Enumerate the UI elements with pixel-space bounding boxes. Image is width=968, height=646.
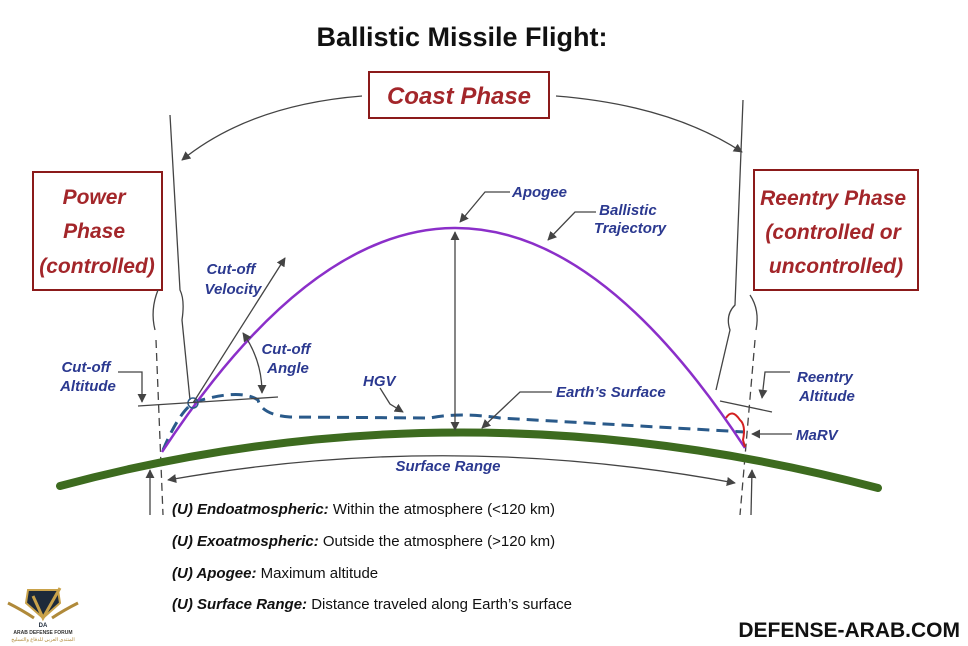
definitions-list: (U) Endoatmospheric: Within the atmosphe… (172, 501, 572, 613)
cutoff-altitude-leader (118, 371, 147, 403)
power-boundary-line-2 (152, 289, 159, 331)
earth-surface-curve (56, 428, 882, 492)
cutoff-angle-label: Cut-off Angle (261, 341, 314, 377)
coast-phase-box (368, 71, 550, 119)
svg-text:DA: DA (39, 623, 48, 629)
cutoff-altitude-label: Cut-off Altitude (59, 359, 116, 395)
surface-range-label: Surface Range (395, 458, 500, 475)
note-exoatmospheric: (U) Exoatmospheric: Outside the atmosphe… (172, 533, 555, 550)
power-boundary-dashed (155, 339, 164, 516)
hgv-label: HGV (363, 373, 398, 390)
marv-label: MaRV (796, 427, 840, 444)
earths-surface-label: Earth’s Surface (556, 384, 666, 401)
coast-phase-label: Coast Phase (387, 83, 531, 110)
ballistic-trajectory-label: Ballistic Trajectory (594, 202, 667, 237)
note-endoatmospheric: (U) Endoatmospheric: Within the atmosphe… (172, 501, 555, 518)
coast-arc-right (555, 95, 743, 153)
note-surface-range: (U) Surface Range: Distance traveled alo… (172, 596, 572, 613)
svg-text:المنتدى العربي للدفاع والتسليح: المنتدى العربي للدفاع والتسليح (11, 637, 75, 643)
coast-arc-left (181, 95, 363, 161)
note-apogee: (U) Apogee: Maximum altitude (172, 565, 378, 582)
ground-arrow-right (747, 469, 757, 516)
power-boundary-line (169, 114, 191, 401)
surface-range-arrow (167, 455, 736, 486)
apogee-leader (459, 191, 510, 223)
cutoff-velocity-arrow (192, 257, 286, 404)
reentry-boundary-line (715, 99, 744, 391)
earths-surface-leader (481, 391, 552, 429)
reentry-altitude-leader (758, 371, 790, 399)
power-phase-box (32, 171, 163, 291)
reentry-boundary-dashed (739, 339, 756, 516)
reentry-phase-box (753, 169, 919, 291)
diagram-title: Ballistic Missile Flight: (316, 22, 607, 52)
reentry-altitude-line (719, 400, 773, 413)
svg-text:ARAB DEFENSE FORUM: ARAB DEFENSE FORUM (13, 630, 72, 636)
cutoff-velocity-label: Cut-off Velocity (205, 261, 263, 298)
apogee-label: Apogee (511, 184, 567, 201)
cutoff-angle-arc (242, 332, 267, 394)
reentry-altitude-label: Reentry Altitude (797, 369, 857, 405)
hgv-leader (379, 387, 404, 413)
power-phase-label: Power Phase (controlled) (39, 186, 155, 278)
arab-defense-forum-logo: DA ARAB DEFENSE FORUM المنتدى العربي للد… (7, 587, 79, 643)
reentry-phase-label: Reentry Phase (controlled or uncontrolle… (760, 187, 912, 278)
reentry-boundary-line-2 (749, 294, 758, 331)
trajectory-leader (547, 211, 596, 241)
watermark: DEFENSE-ARAB.COM (738, 619, 960, 642)
marv-path (725, 412, 746, 448)
cutoff-horizontal-line (137, 396, 279, 407)
